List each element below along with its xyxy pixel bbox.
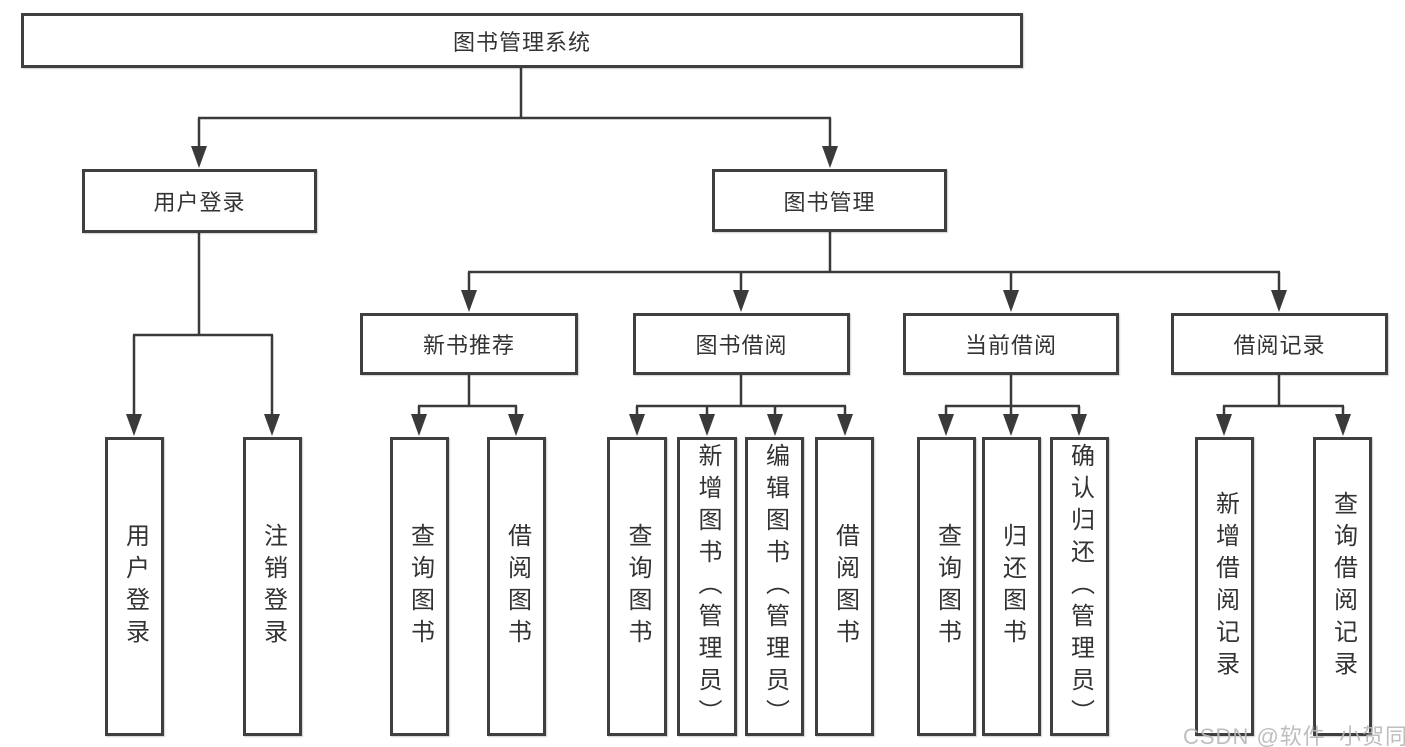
leaf-logout: 注销登录 xyxy=(243,437,302,736)
node-new-book-recommendation: 新书推荐 xyxy=(360,313,578,375)
leaf-borrow-books: 借阅图书 xyxy=(815,437,874,736)
leaf-confirm-return-admin-label: 确认归还（管理员） xyxy=(1066,442,1094,731)
connector-new-book-children xyxy=(411,375,524,436)
leaf-borrow-books-recommend-label: 借阅图书 xyxy=(503,522,531,651)
node-root: 图书管理系统 xyxy=(21,13,1023,68)
leaf-edit-book-admin: 编辑图书（管理员） xyxy=(745,437,804,736)
leaf-query-books-current: 查询图书 xyxy=(917,437,976,736)
connector-book-management-children xyxy=(461,232,1287,312)
leaf-query-borrow-record-label: 查询借阅记录 xyxy=(1329,490,1357,683)
leaf-borrow-books-label: 借阅图书 xyxy=(831,522,859,651)
leaf-add-book-admin-label: 新增图书（管理员） xyxy=(694,442,721,731)
node-book-borrowing: 图书借阅 xyxy=(633,313,850,375)
leaf-borrow-books-recommend: 借阅图书 xyxy=(487,437,546,736)
csdn-watermark: CSDN @软件_小贺同学 xyxy=(1183,724,1405,747)
connector-book-borrow-children xyxy=(629,375,853,436)
leaf-edit-book-admin-label: 编辑图书（管理员） xyxy=(761,442,789,731)
node-user-login: 用户登录 xyxy=(82,169,317,233)
node-borrowing-records: 借阅记录 xyxy=(1171,313,1388,375)
connector-current-borrow-children xyxy=(938,375,1087,436)
leaf-query-books-current-label: 查询图书 xyxy=(933,522,961,651)
leaf-return-book-label: 归还图书 xyxy=(998,522,1026,651)
node-book-management: 图书管理 xyxy=(712,169,947,232)
connector-root-to-level2 xyxy=(191,68,838,168)
leaf-query-books-borrow: 查询图书 xyxy=(607,437,667,736)
leaf-confirm-return-admin: 确认归还（管理员） xyxy=(1050,437,1109,736)
leaf-add-borrow-record: 新增借阅记录 xyxy=(1195,437,1254,736)
leaf-query-books-borrow-label: 查询图书 xyxy=(624,522,651,651)
node-current-borrowing: 当前借阅 xyxy=(903,313,1119,375)
connector-borrow-record-children xyxy=(1216,375,1351,436)
leaf-add-borrow-record-label: 新增借阅记录 xyxy=(1211,490,1239,683)
connector-user-login-children xyxy=(126,233,280,436)
leaf-user-login: 用户登录 xyxy=(105,437,164,736)
leaf-user-login-label: 用户登录 xyxy=(121,522,149,651)
leaf-add-book-admin: 新增图书（管理员） xyxy=(677,437,737,736)
leaf-query-books-recommend: 查询图书 xyxy=(390,437,449,736)
leaf-return-book: 归还图书 xyxy=(982,437,1041,736)
leaf-query-borrow-record: 查询借阅记录 xyxy=(1313,437,1372,736)
leaf-logout-label: 注销登录 xyxy=(259,522,287,651)
leaf-query-books-recommend-label: 查询图书 xyxy=(406,522,434,651)
